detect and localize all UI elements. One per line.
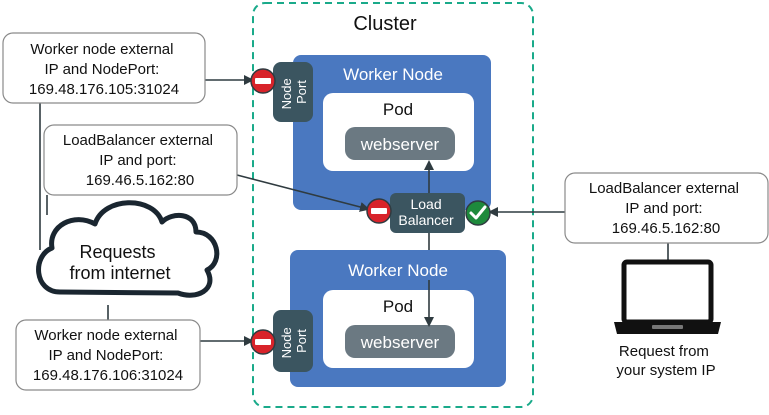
nodeport-2: Node Port <box>273 310 313 372</box>
cluster-title: Cluster <box>353 13 417 35</box>
svg-text:LoadBalancer external IP: LoadBalancer external IP and port: 169.4… <box>589 180 743 237</box>
svg-text:LoadBalancer external IP: LoadBalancer external IP and port: 169.4… <box>63 132 217 189</box>
callout-node1: Worker node external IP and NodePort: 16… <box>2 32 206 104</box>
pod-label: Pod <box>383 100 413 119</box>
worker-node-title: Worker Node <box>348 261 448 280</box>
svg-text:Worker node external IP: Worker node external IP and NodePort: 16… <box>29 41 179 98</box>
load-balancer-label: Load Balancer <box>398 196 454 228</box>
load-balancer: Load Balancer <box>390 193 465 233</box>
webserver-container <box>345 127 455 160</box>
nodeport-label: Node Port <box>279 75 309 110</box>
nodeport-label: Node Port <box>279 324 309 359</box>
arrow-to-load-balancer <box>236 174 370 212</box>
nodeport-1: Node Port <box>273 62 313 122</box>
callout-lb-user: LoadBalancer external IP and port: 169.4… <box>564 172 769 244</box>
cloud-label: Requests from internet <box>69 242 170 283</box>
laptop-icon <box>614 259 721 334</box>
webserver-container <box>345 325 455 358</box>
worker-node-2: Worker Node Pod webserver <box>290 250 506 387</box>
webserver-label: webserver <box>360 135 440 154</box>
blocked-icon <box>366 198 392 224</box>
pod-label: Pod <box>383 297 413 316</box>
callout-node2: Worker node external IP and NodePort: 16… <box>15 319 201 391</box>
blocked-icon <box>250 329 276 355</box>
cloud-icon: Requests from internet <box>36 200 220 298</box>
allowed-check-icon <box>465 200 491 226</box>
user-label: Request from your system IP <box>616 343 715 379</box>
webserver-label: webserver <box>360 333 440 352</box>
blocked-icon <box>250 68 276 94</box>
worker-node-1: Worker Node Pod webserver <box>293 55 491 210</box>
worker-node-title: Worker Node <box>343 65 443 84</box>
callout-lb-internet: LoadBalancer external IP and port: 169.4… <box>43 124 238 196</box>
svg-text:Worker node external IP: Worker node external IP and NodePort: 16… <box>33 327 183 384</box>
